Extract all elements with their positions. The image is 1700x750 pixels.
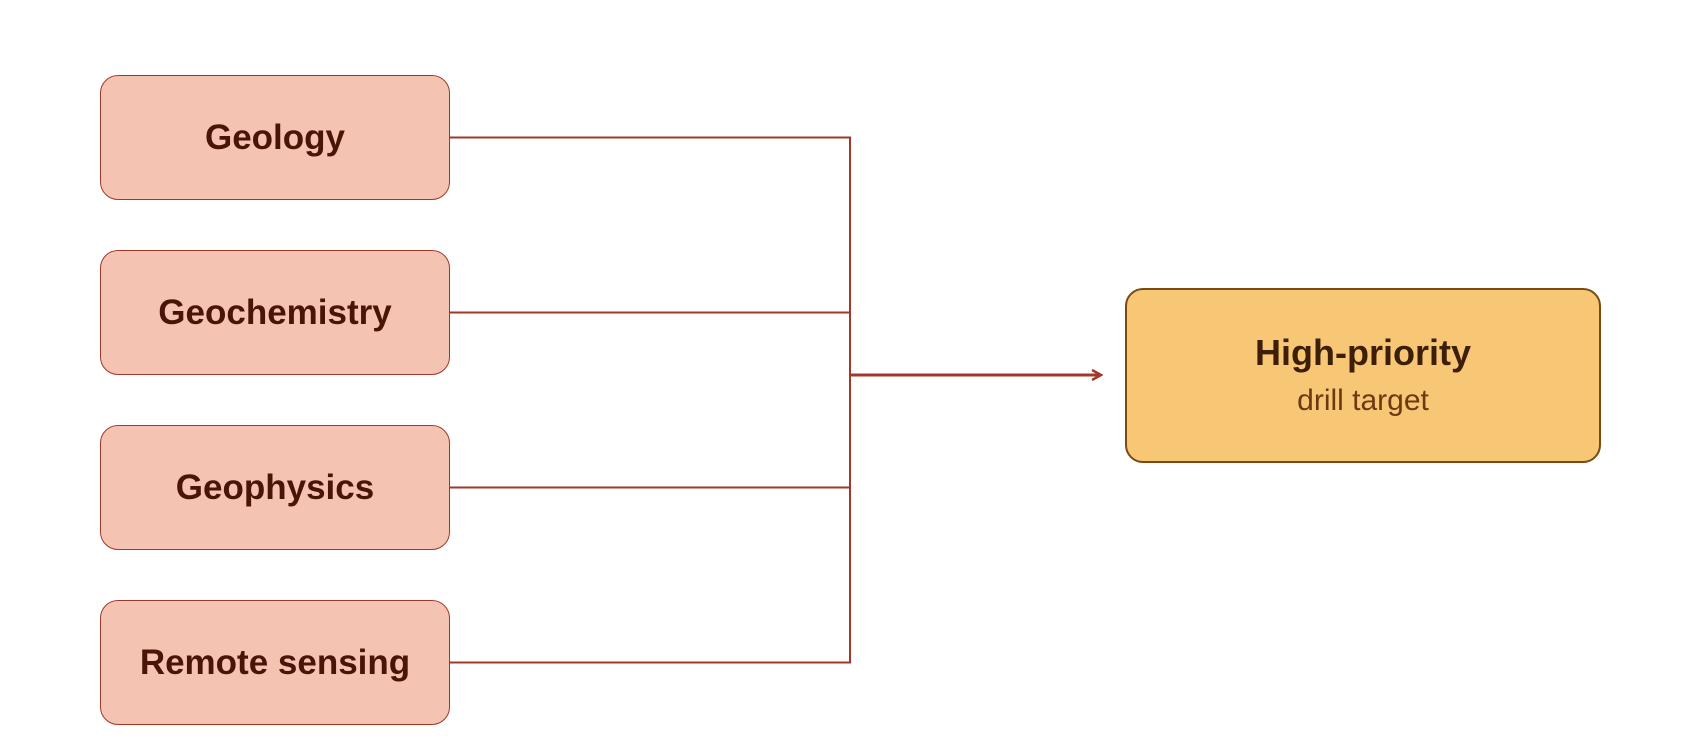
input-label-geophysics: Geophysics [175, 467, 375, 507]
input-box-geophysics: Geophysics [100, 425, 450, 550]
output-subtitle: drill target [1297, 383, 1429, 417]
input-label-geology: Geology [204, 117, 346, 157]
output-box-drill-target: High-priority drill target [1125, 288, 1601, 463]
input-box-geochemistry: Geochemistry [100, 250, 450, 375]
input-box-geology: Geology [100, 75, 450, 200]
input-label-remote-sensing: Remote sensing [139, 642, 411, 682]
input-box-remote-sensing: Remote sensing [100, 600, 450, 725]
output-title: High-priority [1255, 331, 1471, 373]
input-label-geochemistry: Geochemistry [158, 292, 392, 332]
